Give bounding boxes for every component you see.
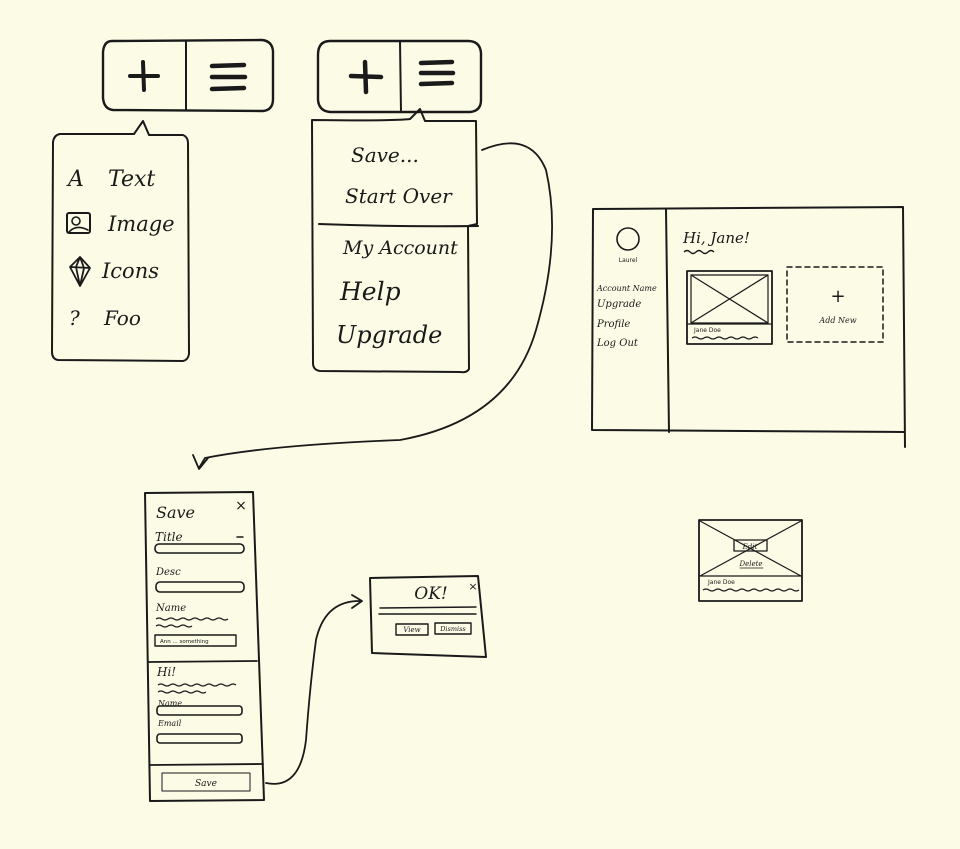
svg-text:Laurel: Laurel <box>619 257 638 264</box>
card-hover-state: Edit Delete Jane Doe <box>698 519 803 602</box>
flow-arrow-save <box>192 142 553 470</box>
text-icon: A <box>66 167 84 192</box>
menu-item-save[interactable]: Save... <box>351 143 419 167</box>
save-submit-button[interactable]: Save <box>161 772 251 792</box>
delete-link[interactable]: Delete <box>736 558 766 569</box>
title-input[interactable] <box>154 543 245 554</box>
ok-title: OK! <box>414 584 447 604</box>
svg-text:Jane Doe: Jane Doe <box>707 579 735 586</box>
menu-item-start-over[interactable]: Start Over <box>345 184 453 208</box>
avatar[interactable]: Laurel <box>616 227 640 264</box>
svg-text:Email: Email <box>157 719 182 728</box>
add-new-card[interactable]: + Add New <box>786 266 884 343</box>
email-input[interactable] <box>156 733 243 744</box>
insert-item-icons[interactable]: Icons <box>69 256 159 287</box>
close-icon[interactable]: × <box>468 580 477 593</box>
svg-text:Ann ... something: Ann ... something <box>160 639 209 645</box>
svg-text:Hi!: Hi! <box>156 665 176 679</box>
image-icon <box>66 212 91 234</box>
question-icon: ? <box>69 306 80 330</box>
svg-text:Edit: Edit <box>742 543 758 551</box>
svg-text:View: View <box>403 626 420 634</box>
svg-text:Name: Name <box>157 699 182 708</box>
sidebar-item-profile[interactable]: Profile <box>596 319 630 330</box>
svg-text:Add New: Add New <box>818 316 856 325</box>
desc-input[interactable] <box>155 581 245 593</box>
insert-item-image[interactable]: Image <box>66 212 175 236</box>
svg-text:Name: Name <box>155 603 186 614</box>
svg-text:Delete: Delete <box>738 560 762 568</box>
add-button[interactable] <box>348 59 384 95</box>
svg-text:Image: Image <box>107 212 175 236</box>
gem-icon <box>69 256 91 287</box>
toolbar-2 <box>316 39 483 114</box>
svg-text:Dismiss: Dismiss <box>439 625 466 633</box>
flow-arrow-ok <box>265 594 363 785</box>
menu-item-my-account[interactable]: My Account <box>342 237 458 259</box>
toolbar-1 <box>101 38 275 113</box>
plus-icon: + <box>830 286 845 307</box>
close-icon[interactable]: × <box>235 498 247 514</box>
svg-text:Text: Text <box>108 167 155 192</box>
sidebar-item-log-out[interactable]: Log Out <box>596 338 639 349</box>
edit-button[interactable]: Edit <box>733 539 768 552</box>
dismiss-button[interactable]: Dismiss <box>434 622 472 635</box>
svg-text:Icons: Icons <box>101 259 159 283</box>
menu-item-upgrade[interactable]: Upgrade <box>336 321 442 349</box>
insert-menu-popover: A Text Image Icons ? Foo <box>51 120 190 362</box>
main-menu-dropdown: Save... Start Over My Account Help Upgra… <box>311 108 479 374</box>
add-button[interactable] <box>128 60 160 92</box>
sidebar-item-upgrade[interactable]: Upgrade <box>597 299 641 310</box>
svg-text:Desc: Desc <box>155 567 181 578</box>
menu-button[interactable] <box>209 62 248 92</box>
name-input[interactable] <box>156 705 243 716</box>
insert-item-foo[interactable]: ? Foo <box>69 306 141 330</box>
save-dialog: Save × Title Desc Name Ann ... something… <box>144 491 265 802</box>
menu-item-help[interactable]: Help <box>339 277 401 306</box>
sidebar-item-account-name[interactable]: Account Name <box>596 284 657 293</box>
insert-item-text[interactable]: A Text <box>66 167 155 192</box>
greeting: Hi, Jane! <box>682 229 750 247</box>
menu-button-active[interactable] <box>418 59 456 87</box>
name-field[interactable]: Ann ... something <box>154 634 237 647</box>
dashboard-wireframe: Laurel Account Name Upgrade Profile Log … <box>591 206 906 448</box>
svg-text:Jane Doe: Jane Doe <box>693 327 721 334</box>
svg-text:Save: Save <box>195 779 217 789</box>
svg-text:Title: Title <box>155 530 183 544</box>
dialog-title: Save <box>156 503 195 522</box>
view-button[interactable]: View <box>395 623 429 636</box>
ok-dialog: OK! × View Dismiss <box>369 575 487 658</box>
project-card[interactable]: Jane Doe <box>686 270 773 345</box>
svg-text:Foo: Foo <box>103 306 141 330</box>
